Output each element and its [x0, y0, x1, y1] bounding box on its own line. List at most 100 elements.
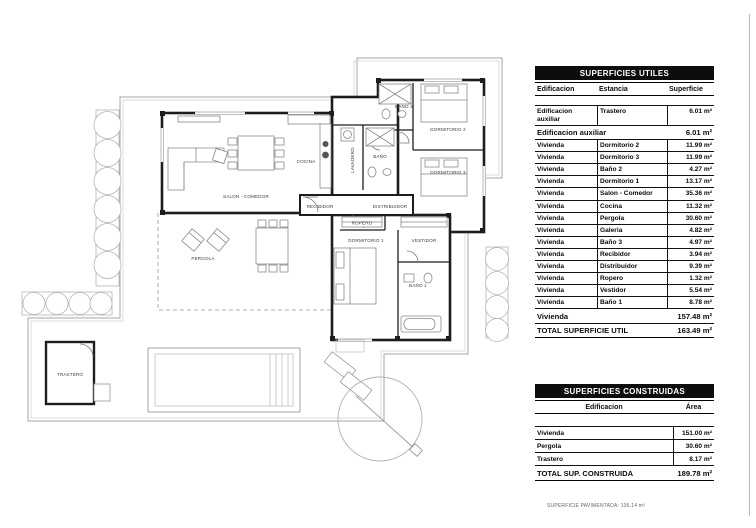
vivienda-subtotal-label: Vivienda	[537, 311, 569, 321]
kitchen-counter	[287, 114, 332, 189]
label-cocina: COCINA	[297, 159, 317, 164]
utiles-total-value: 163.49 m²	[677, 326, 712, 336]
cell-edificacion: Vivienda	[537, 287, 564, 295]
cell-estancia: Dormitorio 2	[597, 140, 667, 152]
cell-superficie: 11.99 m²	[667, 152, 714, 164]
table-row: Vivienda Baño 3 4.97 m²	[535, 236, 714, 249]
sofa	[167, 147, 225, 191]
utiles-total-row: TOTAL SUPERFICIE UTIL 163.49 m²	[535, 324, 714, 339]
label-pergola: PERGOLA	[191, 256, 215, 261]
superficies-utiles-table: SUPERFICIES UTILES Edificacion Estancia …	[535, 66, 714, 339]
utiles-rows: Vivienda Dormitorio 2 11.99 m² Vivienda …	[535, 140, 714, 310]
label-recibidor: RECIBIDOR	[307, 204, 334, 209]
label-vestidor: VESTIDOR	[412, 238, 437, 243]
table-row: Pergola 30.60 m²	[535, 440, 714, 454]
aux-subtotal-value: 6.01 m²	[685, 128, 712, 138]
label-dormitorio-2: DORMITORIO 2	[430, 127, 466, 132]
cell-estancia: Distribuidor	[597, 260, 667, 273]
cell-estancia: Ropero	[597, 273, 667, 285]
table-row: Vivienda Salon - Comedor 35.36 m²	[535, 188, 714, 201]
cell-edificacion: Vivienda	[537, 154, 564, 162]
table-row: Trastero 8.17 m²	[535, 453, 714, 467]
table-row: Vivienda Ropero 1.32 m²	[535, 273, 714, 286]
room-labels: SALON - COMEDOR COCINA LAVADERO BAÑO BAÑ…	[57, 103, 466, 377]
parasol	[337, 376, 424, 462]
cell-edificacion: Vivienda	[537, 262, 564, 270]
label-bano-1: BAÑO 1	[409, 282, 427, 288]
cell-edificacion: Vivienda	[537, 238, 564, 246]
cell-superficie: 6.01 m²	[667, 106, 714, 125]
cell-superficie: 8.78 m²	[667, 297, 714, 309]
label-dormitorio-1: DORMITORIO 1	[348, 238, 384, 243]
tables-panel: SUPERFICIES UTILES Edificacion Estancia …	[535, 66, 714, 509]
label-distribuidor: DISTRIBUIDOR	[373, 204, 408, 209]
cell-edificacion: Edificacion auxiliar	[537, 108, 573, 123]
construidas-header-edificacion: Edificacion	[585, 404, 623, 412]
interior-walls	[332, 83, 484, 340]
cell-superficie: 3.94 m²	[667, 248, 714, 260]
dining-table	[227, 135, 285, 171]
vivienda-subtotal-value: 157.48 m²	[677, 311, 712, 321]
table-row: Vivienda Galeria 4.82 m²	[535, 224, 714, 237]
cell-estancia: Baño 3	[597, 236, 667, 248]
utiles-title: SUPERFICIES UTILES	[535, 66, 714, 80]
cell-estancia: Salon - Comedor	[597, 188, 667, 200]
label-lavadero: LAVADERO	[350, 147, 355, 173]
cell-estancia: Recibidor	[597, 248, 667, 260]
label-salon-comedor: SALON - COMEDOR	[223, 194, 269, 199]
corridor-walls	[299, 194, 414, 216]
label-bano-2: BAÑO 2	[395, 103, 413, 109]
cell-edificacion: Vivienda	[537, 214, 564, 222]
planting-strip-left	[93, 109, 122, 287]
cell-estancia: Dormitorio 3	[597, 152, 667, 164]
cell-superficie: 11.32 m²	[667, 200, 714, 212]
pool	[147, 347, 301, 413]
utiles-header-estancia: Estancia	[599, 86, 628, 93]
cell-superficie: 4.27 m²	[667, 164, 714, 176]
cell-estancia: Galeria	[597, 224, 667, 236]
table-row: Vivienda Dormitorio 1 13.17 m²	[535, 176, 714, 189]
construidas-body: Vivienda 151.00 m² Pergola 30.60 m² Tras…	[535, 426, 714, 481]
cell-estancia: Baño 2	[597, 164, 667, 176]
cell-edificacion: Pergola	[537, 442, 562, 450]
table-gap	[535, 414, 714, 426]
table-row: Vivienda Recibidor 3.94 m²	[535, 248, 714, 261]
sun-loungers	[323, 351, 373, 401]
closet-vestidor	[341, 216, 448, 228]
cell-edificacion: Vivienda	[537, 226, 564, 234]
cell-edificacion: Vivienda	[537, 190, 564, 198]
utiles-total-label: TOTAL SUPERFICIE UTIL	[537, 326, 629, 336]
table-row-aux: Edificacion auxiliar Trastero 6.01 m²	[535, 106, 714, 126]
utiles-header-edificacion: Edificacion	[537, 86, 575, 93]
table-row: Vivienda 151.00 m²	[535, 427, 714, 441]
table-row: Vivienda Vestidor 5.54 m²	[535, 285, 714, 298]
table-row: Vivienda Dormitorio 3 11.99 m²	[535, 152, 714, 165]
cell-edificacion: Trastero	[537, 455, 564, 463]
cell-edificacion: Vivienda	[537, 275, 564, 283]
pavimentada-note: SUPERFICIE PAVIMENTADA: 136.14 m²	[547, 502, 646, 509]
planting-strip-right	[485, 246, 509, 342]
construidas-total-value: 189.78 m²	[677, 468, 712, 478]
cell-edificacion: Vivienda	[537, 166, 564, 174]
porch-step	[335, 339, 365, 353]
table-row: Vivienda Cocina 11.32 m²	[535, 200, 714, 213]
label-dormitorio-3: DORMITORIO 3	[430, 170, 466, 175]
tv-console	[177, 115, 229, 165]
wall-posts	[160, 78, 485, 341]
cell-superficie: 4.82 m²	[667, 224, 714, 236]
cell-superficie: 11.99 m²	[667, 140, 714, 152]
cell-area: 8.17 m²	[673, 453, 714, 466]
construidas-total-label: TOTAL SUP. CONSTRUIDA	[537, 468, 634, 478]
label-ropero: ROPERO	[352, 221, 373, 226]
cell-superficie: 5.54 m²	[667, 285, 714, 297]
table-row: Vivienda Dormitorio 2 11.99 m²	[535, 140, 714, 153]
cell-superficie: 13.17 m²	[667, 176, 714, 188]
cell-edificacion: Vivienda	[537, 429, 564, 437]
bathtub-bano-1	[400, 272, 442, 333]
cell-estancia: Dormitorio 1	[597, 176, 667, 188]
utiles-header-superficie: Superficie	[669, 86, 703, 93]
pergola-armchairs	[181, 228, 230, 252]
plot-boundary	[27, 57, 503, 422]
cell-estancia: Pergola	[597, 212, 667, 224]
vivienda-subtotal-row: Vivienda 157.48 m²	[535, 309, 714, 324]
